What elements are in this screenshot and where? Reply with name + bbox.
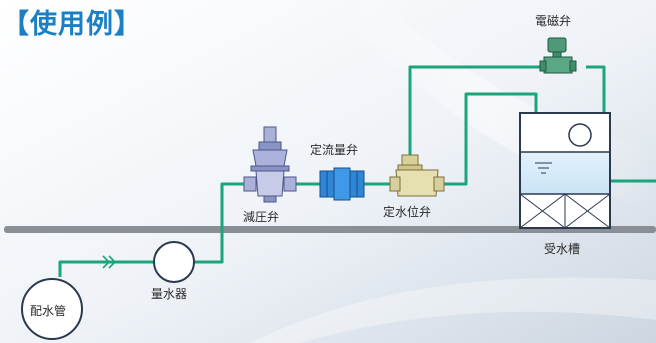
solenoid-valve-label: 電磁弁: [535, 14, 572, 28]
pipe-break-mark: [102, 255, 117, 269]
level-control-valve: [389, 154, 445, 197]
water-meter-circle: [153, 241, 195, 283]
water-meter-label: 量水器: [151, 287, 188, 301]
distribution-pipe-label: 配水管: [30, 304, 67, 318]
tank-float: [568, 123, 592, 147]
pipe-to-meter: [58, 260, 154, 277]
pipe-level-valve-to-tank: [440, 92, 538, 186]
solenoid-valve: [539, 37, 577, 74]
pipe-meter-to-reducing-valve: [194, 182, 246, 264]
background-streak-lower: [250, 277, 656, 343]
water-level-mark: [535, 162, 552, 174]
supply-main-pipe: [4, 226, 656, 233]
distribution-pipe-circle: [21, 278, 83, 340]
pressure-reducing-valve: [243, 126, 297, 203]
pipe-to-solenoid-valve: [408, 65, 542, 168]
receiving-tank: [519, 112, 611, 229]
tank-base-frame: [519, 193, 611, 229]
constant-flow-valve-label: 定流量弁: [310, 143, 359, 157]
constant-flow-valve: [319, 167, 365, 201]
level-valve-label: 定水位弁: [383, 205, 432, 219]
tank-water: [521, 152, 609, 194]
receiving-tank-label: 受水槽: [544, 242, 581, 256]
page-title: 【使用例】: [2, 9, 142, 40]
pressure-reducing-valve-label: 減圧弁: [243, 210, 280, 224]
